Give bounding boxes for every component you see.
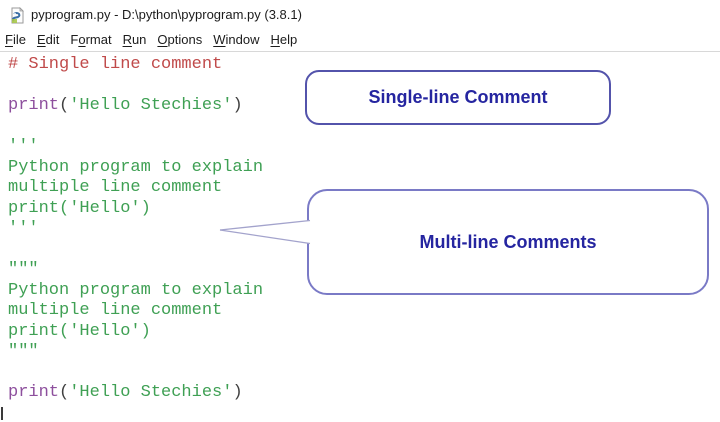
menu-item-help[interactable]: Help bbox=[270, 32, 298, 47]
code-line[interactable]: Python program to explain bbox=[8, 281, 263, 302]
code-line[interactable] bbox=[8, 117, 263, 138]
code-token-builtin: print bbox=[8, 96, 60, 115]
code-line[interactable]: ''' bbox=[8, 137, 263, 158]
code-line[interactable]: print('Hello Stechies') bbox=[8, 383, 263, 404]
python-file-icon bbox=[9, 6, 25, 24]
code-token-builtin: print bbox=[8, 383, 60, 402]
menu-item-options[interactable]: Options bbox=[157, 32, 203, 47]
code-token-string: print('Hello') bbox=[8, 321, 151, 341]
callout-multi-line: Multi-line Comments bbox=[307, 189, 709, 295]
code-line[interactable]: """ bbox=[8, 260, 263, 281]
code-token-string: 'Hello Stechies' bbox=[69, 383, 233, 402]
code-line[interactable]: multiple line comment bbox=[8, 301, 263, 322]
menu-item-run[interactable]: Run bbox=[122, 32, 147, 47]
code-token-plain: ) bbox=[232, 383, 243, 402]
code-token-string: Python program to explain bbox=[8, 157, 264, 177]
callout-single-line-label: Single-line Comment bbox=[368, 87, 548, 107]
code-line[interactable]: # Single line comment bbox=[8, 55, 263, 76]
code-area[interactable]: # Single line comment print('Hello Stech… bbox=[8, 55, 263, 404]
window-title: pyprogram.py - D:\python\pyprogram.py (3… bbox=[31, 6, 302, 22]
code-token-plain: ( bbox=[59, 96, 70, 115]
code-token-string: print('Hello') bbox=[8, 198, 151, 218]
code-line[interactable]: """ bbox=[8, 342, 263, 363]
titlebar[interactable]: pyprogram.py - D:\python\pyprogram.py (3… bbox=[0, 0, 720, 28]
menu-item-window[interactable]: Window bbox=[213, 32, 260, 47]
code-line[interactable]: print('Hello') bbox=[8, 322, 263, 343]
text-cursor bbox=[1, 407, 3, 420]
code-line[interactable]: Python program to explain bbox=[8, 158, 263, 179]
code-line[interactable]: multiple line comment bbox=[8, 178, 263, 199]
menu-item-file[interactable]: File bbox=[5, 32, 26, 47]
code-token-string: Python program to explain bbox=[8, 280, 264, 300]
code-token-string: ''' bbox=[8, 137, 39, 156]
code-token-plain: ( bbox=[59, 383, 70, 402]
menu-item-edit[interactable]: Edit bbox=[36, 32, 60, 47]
code-token-plain: ) bbox=[232, 96, 243, 115]
callout-single-line: Single-line Comment bbox=[305, 70, 611, 125]
code-line[interactable]: print('Hello Stechies') bbox=[8, 96, 263, 117]
menubar: File Edit Format Run Options Window Help bbox=[0, 28, 720, 52]
menu-item-format[interactable]: Format bbox=[70, 32, 112, 47]
callout-multi-line-label: Multi-line Comments bbox=[419, 231, 597, 252]
code-token-string: ''' bbox=[8, 219, 39, 238]
code-line[interactable]: print('Hello') bbox=[8, 199, 263, 220]
code-token-string: 'Hello Stechies' bbox=[69, 96, 233, 115]
code-line[interactable] bbox=[8, 76, 263, 97]
callout-tail-pointer bbox=[219, 219, 311, 245]
code-token-comment: # Single line comment bbox=[8, 55, 223, 74]
code-line[interactable]: ''' bbox=[8, 219, 263, 240]
code-line[interactable] bbox=[8, 363, 263, 384]
code-token-string: """ bbox=[8, 342, 39, 361]
code-token-string: multiple line comment bbox=[8, 301, 223, 320]
code-editor[interactable]: # Single line comment print('Hello Stech… bbox=[0, 53, 720, 422]
code-token-string: multiple line comment bbox=[8, 178, 223, 197]
code-token-string: """ bbox=[8, 260, 39, 279]
